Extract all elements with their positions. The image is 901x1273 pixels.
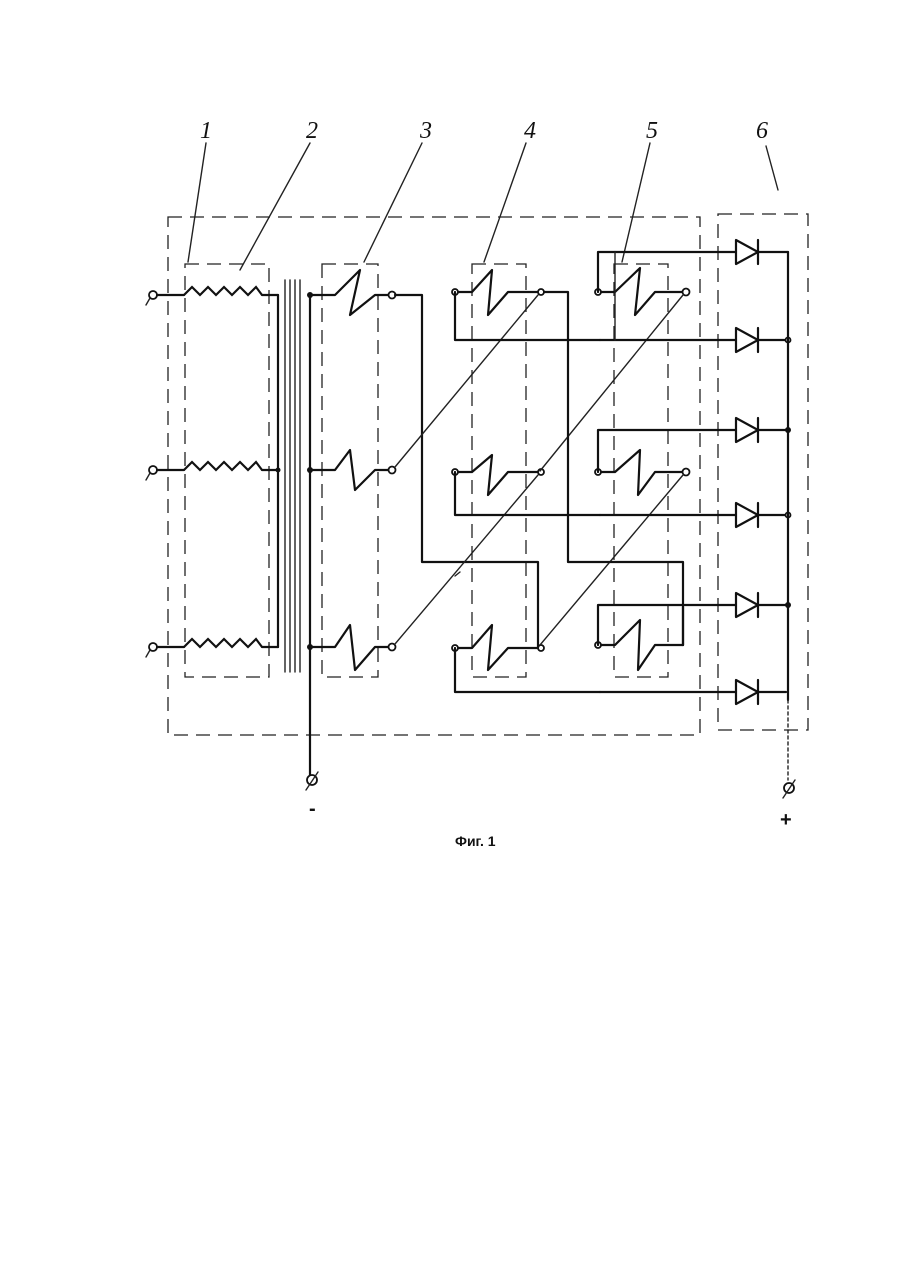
callout-5: 5 bbox=[646, 118, 658, 144]
enclosures bbox=[168, 214, 808, 735]
diode-3 bbox=[736, 418, 791, 442]
diode-6 bbox=[736, 680, 786, 704]
callout-5-leader bbox=[622, 143, 650, 262]
transformer-core bbox=[285, 280, 300, 672]
minus-label: - bbox=[309, 798, 316, 820]
secondary-group-5 bbox=[595, 268, 690, 670]
callout-3-leader bbox=[364, 143, 422, 262]
primary-windings bbox=[146, 287, 281, 657]
callout-2-leader bbox=[240, 143, 310, 270]
diode-4 bbox=[736, 503, 791, 527]
callout-3: 3 bbox=[419, 118, 432, 144]
group-5-frame bbox=[614, 264, 668, 677]
winding-5c bbox=[598, 620, 683, 670]
rectifier-diodes: + bbox=[736, 240, 795, 831]
callout-4: 4 bbox=[524, 118, 536, 144]
primary-coil-2 bbox=[184, 462, 262, 470]
callout-1: 1 bbox=[200, 118, 212, 144]
callout-1-leader bbox=[188, 143, 206, 262]
callouts: 1 2 3 4 5 6 bbox=[188, 118, 778, 270]
winding-5a bbox=[598, 268, 683, 315]
secondary-group-4 bbox=[452, 270, 544, 670]
callout-2: 2 bbox=[306, 118, 318, 144]
callout-6-leader bbox=[766, 146, 778, 190]
group-4-frame bbox=[472, 264, 526, 677]
diode-2 bbox=[736, 328, 791, 352]
callout-6: 6 bbox=[756, 118, 768, 144]
figure-caption: Фиг. 1 bbox=[455, 833, 496, 849]
winding-5b bbox=[598, 450, 683, 495]
rectifier-block-frame bbox=[718, 214, 808, 730]
primary-winding-frame bbox=[185, 264, 269, 677]
plus-label: + bbox=[780, 809, 792, 831]
diode-5 bbox=[736, 593, 791, 617]
primary-coil-3 bbox=[184, 639, 262, 647]
diode-1 bbox=[736, 240, 788, 264]
callout-4-leader bbox=[484, 143, 526, 262]
secondary-group-3: - bbox=[306, 270, 396, 820]
primary-coil-1 bbox=[184, 287, 262, 295]
